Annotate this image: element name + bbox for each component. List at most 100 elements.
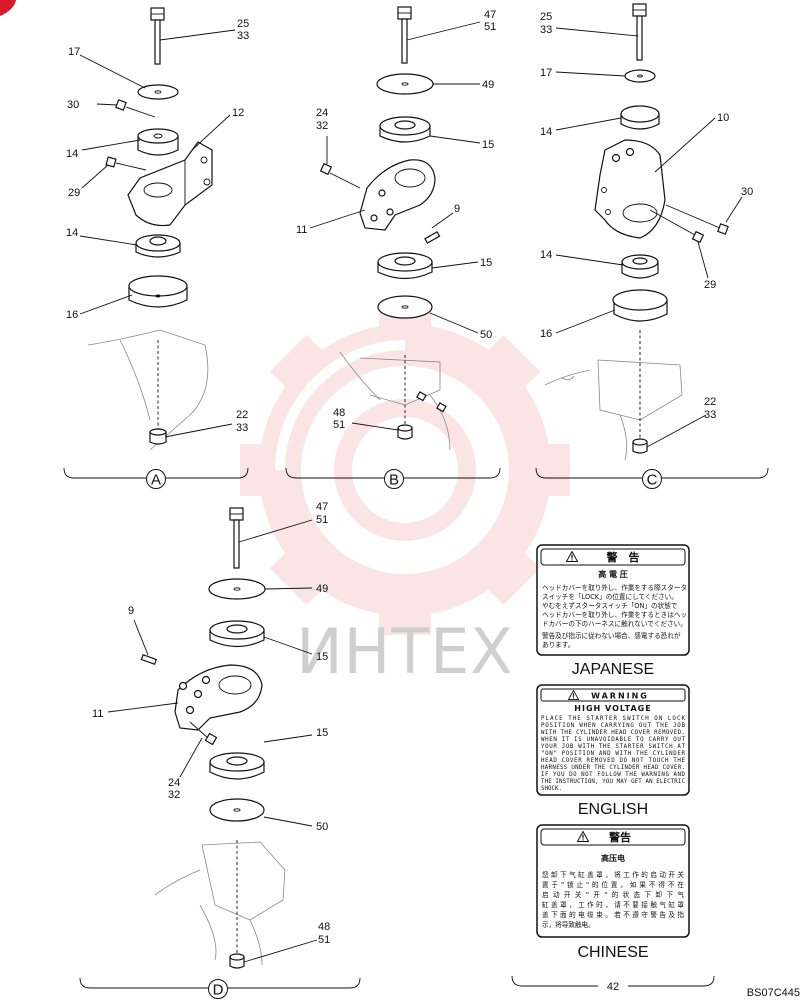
en-line-10: THE INSTRUCTION, YOU MAY GET AN ELECTRIC xyxy=(541,779,686,785)
panel-c: 25 33 17 14 10 30 14 29 16 22 33 C xyxy=(535,3,769,489)
callout-c-33-top: 33 xyxy=(540,24,552,36)
callout-b-47: 47 xyxy=(484,9,496,21)
panel-d-label: D xyxy=(213,982,224,999)
frame-base-d xyxy=(154,841,286,966)
mount-16 xyxy=(128,275,188,308)
bolt-29 xyxy=(105,156,147,171)
callout-a-25: 25 xyxy=(237,18,249,30)
callout-c-17: 17 xyxy=(540,67,552,79)
callout-a-17: 17 xyxy=(68,46,80,58)
cn-line-6: 示，将导致触电。 xyxy=(542,920,595,929)
en-line-8: HARNESS UNDER THE CYLINDER HEAD COVER. xyxy=(541,765,685,771)
callout-c-14-lower: 14 xyxy=(540,249,552,261)
nut-22-c xyxy=(632,438,648,454)
bracket-10 xyxy=(594,139,666,239)
mount-16-c xyxy=(612,289,668,322)
plate-49 xyxy=(376,73,434,95)
callout-d-24: 24 xyxy=(168,777,180,789)
mount-15-upper xyxy=(379,116,431,143)
corner-mark xyxy=(0,0,16,16)
bolt-30 xyxy=(115,99,156,118)
callout-c-16: 16 xyxy=(540,328,552,340)
callout-c-33-bottom: 33 xyxy=(704,409,716,421)
bolt-24-b xyxy=(319,162,361,189)
callout-d-11: 11 xyxy=(92,708,103,720)
callout-d-48: 48 xyxy=(318,921,330,933)
callout-b-11: 11 xyxy=(296,224,307,236)
watermark-gear-icon xyxy=(240,305,570,635)
mount-14-upper-c xyxy=(620,105,660,130)
callout-d-15-upper: 15 xyxy=(316,651,328,663)
callout-b-51-bottom: 51 xyxy=(333,419,345,431)
plate-50-d xyxy=(209,798,265,822)
callout-c-14-upper: 14 xyxy=(540,126,552,138)
callout-a-33-top: 33 xyxy=(237,30,249,42)
en-title: WARNING xyxy=(591,692,649,701)
callout-b-15-lower: 15 xyxy=(480,257,492,269)
frame-base-c xyxy=(544,359,683,461)
panel-a: 25 33 17 30 12 14 29 14 16 22 33 A xyxy=(63,7,249,489)
callout-d-32: 32 xyxy=(168,789,180,801)
nut-48-b xyxy=(397,424,413,440)
jp-line-2: スイッチを「LOCK」の位置にしてください。 xyxy=(542,592,678,601)
callout-b-49: 49 xyxy=(482,79,494,91)
callout-d-47: 47 xyxy=(316,501,328,513)
jp-line-7: 警告及び指示に従わない場合、感電する恐れが xyxy=(542,631,681,640)
en-subtitle: HIGH VOLTAGE xyxy=(574,704,651,713)
panel-d: 47 51 49 9 15 11 24 32 15 50 48 51 D xyxy=(79,501,361,999)
bolt-47-d xyxy=(229,507,244,569)
pin-9-d xyxy=(140,653,158,665)
callout-d-51-bottom: 51 xyxy=(318,934,330,946)
jp-line-4: ヘッドカバーを取り外し、作業をするときはヘッ xyxy=(542,610,687,619)
callout-a-22: 22 xyxy=(236,409,248,421)
en-line-4: WHEN IT IS UNAVOIDABLE TO CARRY OUT xyxy=(541,737,686,743)
callout-b-51-top: 51 xyxy=(484,21,496,33)
panel-b: 47 51 49 24 32 15 9 11 15 50 48 51 B xyxy=(285,6,501,489)
figure-code: BS07C445 xyxy=(747,987,800,999)
jp-line-5: ドカバーの下のハーネスに触れないでください。 xyxy=(542,619,687,628)
jp-title: 警 告 xyxy=(606,550,640,564)
callout-a-29: 29 xyxy=(68,187,80,199)
nut-22 xyxy=(149,428,167,445)
label-language-japanese: JAPANESE xyxy=(572,661,654,678)
callout-a-14-upper: 14 xyxy=(66,148,78,160)
mount-14-upper xyxy=(137,128,179,156)
callout-a-33-bottom: 33 xyxy=(236,422,248,434)
bracket-12 xyxy=(127,141,213,227)
jp-line-1: ヘッドカバーを取り外し、作業をする際スタータ xyxy=(542,583,687,592)
label-language-english: ENGLISH xyxy=(578,801,648,818)
callout-42: 42 xyxy=(607,981,619,993)
bolt-25-c xyxy=(632,3,647,61)
callout-d-50: 50 xyxy=(316,821,328,833)
en-line-3: WITH THE CYLINDER HEAD COVER REMOVED. xyxy=(541,730,685,736)
panel-a-label: A xyxy=(151,472,161,489)
callout-d-51-top: 51 xyxy=(316,514,328,526)
en-line-11: SHOCK. xyxy=(541,786,562,792)
frame-base-b xyxy=(339,351,451,451)
mount-15-lower xyxy=(377,252,433,280)
callout-d-49: 49 xyxy=(316,583,328,595)
warning-label-english: WARNING HIGH VOLTAGE PLACE THE STARTER S… xyxy=(536,684,690,796)
callout-c-30: 30 xyxy=(741,186,753,198)
jp-line-8: あります。 xyxy=(542,641,574,649)
callout-c-29: 29 xyxy=(704,279,716,291)
callout-b-9: 9 xyxy=(454,203,460,215)
callout-d-9: 9 xyxy=(128,605,134,617)
bolt-30-c xyxy=(665,204,729,235)
mount-15-upper-d xyxy=(209,620,265,648)
callout-b-48: 48 xyxy=(333,407,345,419)
mount-14-lower xyxy=(135,234,181,258)
bracket-11-d xyxy=(174,664,263,731)
cn-subtitle: 高压电 xyxy=(601,853,625,863)
plate-50 xyxy=(377,295,433,319)
nut-48-d xyxy=(229,953,245,969)
callout-b-24: 24 xyxy=(316,107,328,119)
bracket-11-b xyxy=(359,159,436,231)
callout-c-10: 10 xyxy=(717,112,729,124)
label-language-chinese: CHINESE xyxy=(577,944,648,961)
washer-17 xyxy=(137,84,179,100)
plate-49-d xyxy=(208,578,266,600)
callout-a-16: 16 xyxy=(66,309,78,321)
warning-label-japanese: 警 告 高 電 圧 ヘッドカバーを取り外し、作業をする際スタータ スイッチを「L… xyxy=(536,544,690,656)
